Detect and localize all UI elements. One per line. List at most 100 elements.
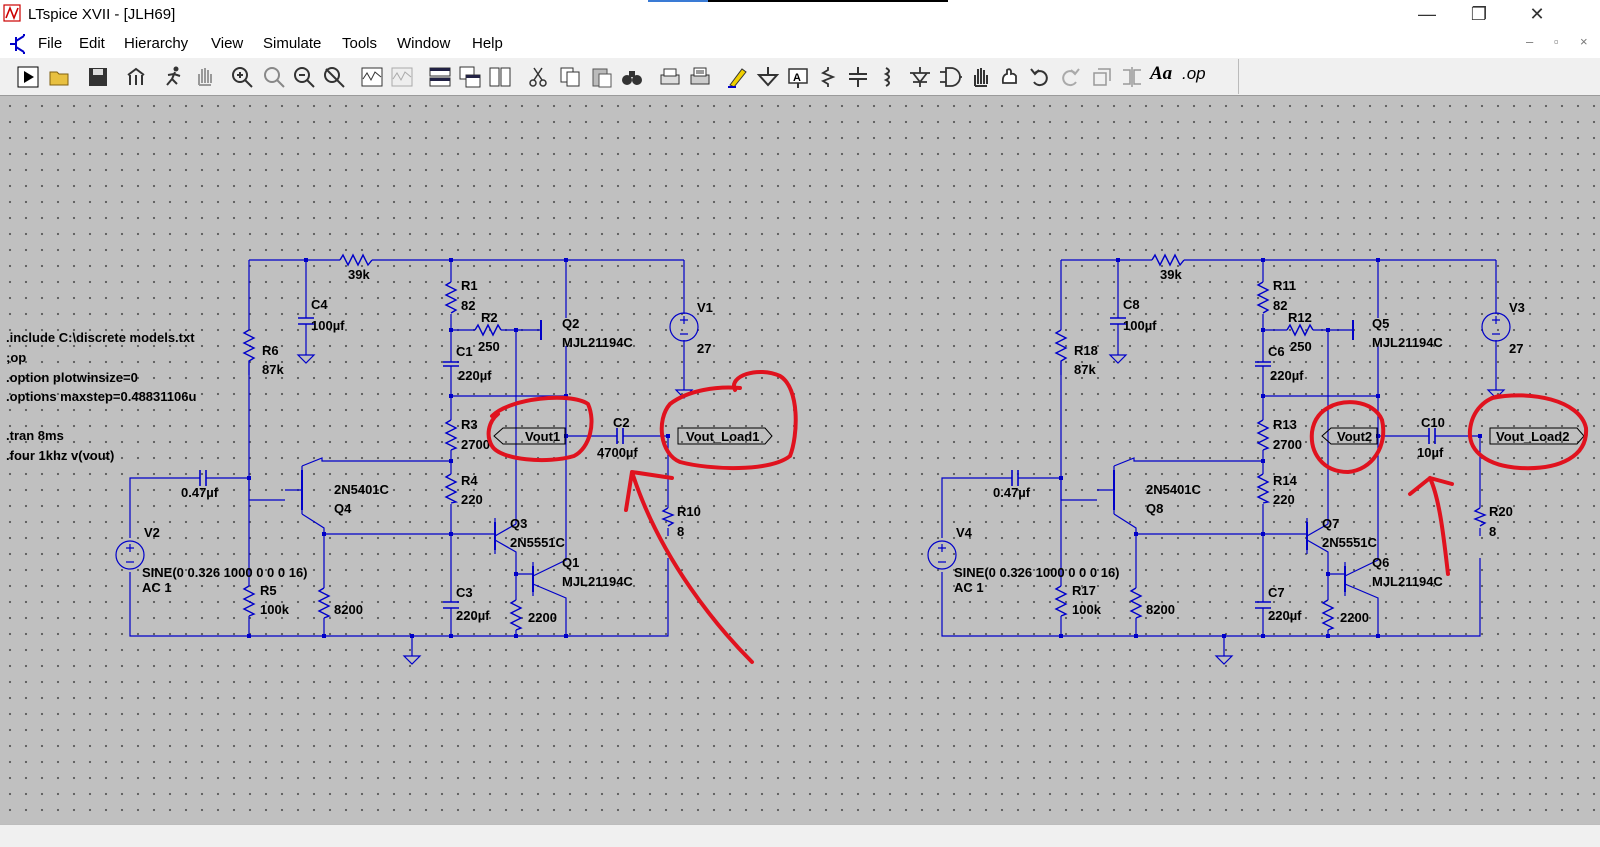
c10-name[interactable]: C10 — [1421, 415, 1445, 430]
vout-load2-label[interactable]: Vout_Load2 — [1496, 429, 1569, 444]
drag-icon[interactable] — [998, 65, 1022, 89]
find-icon[interactable] — [620, 65, 644, 89]
zoom-out-icon[interactable] — [292, 65, 316, 89]
q6-name[interactable]: Q6 — [1372, 555, 1389, 570]
c1-value[interactable]: 220µf — [458, 368, 492, 383]
q1-name[interactable]: Q1 — [562, 555, 579, 570]
c10-value[interactable]: 10µf — [1417, 445, 1444, 460]
r6-value[interactable]: 87k — [262, 362, 284, 377]
directive-maxstep[interactable]: .options maxstep=0.48831106u — [6, 389, 196, 404]
mdi-minimize-button[interactable]: – — [1526, 34, 1534, 49]
mirror-icon[interactable] — [1120, 65, 1144, 89]
r5-name[interactable]: R5 — [260, 583, 277, 598]
q6-model[interactable]: MJL21194C — [1372, 574, 1443, 589]
q4-model[interactable]: 2N5401C — [334, 482, 390, 497]
r18-value[interactable]: 87k — [1074, 362, 1096, 377]
ground-icon[interactable] — [756, 65, 780, 89]
directive-four[interactable]: .four 1khz v(vout) — [6, 448, 114, 463]
label-net-icon[interactable]: A — [786, 65, 810, 89]
v3-value[interactable]: 27 — [1509, 341, 1523, 356]
c3-name[interactable]: C3 — [456, 585, 473, 600]
c2-value[interactable]: 4700µf — [597, 445, 638, 460]
r1-name[interactable]: R1 — [461, 278, 478, 293]
capacitor-icon[interactable] — [846, 65, 870, 89]
c4-value[interactable]: 100µf — [311, 318, 345, 333]
r11-name[interactable]: R11 — [1273, 278, 1296, 293]
r20-name[interactable]: R20 — [1489, 504, 1513, 519]
v4-name[interactable]: V4 — [956, 525, 973, 540]
r13-name[interactable]: R13 — [1273, 417, 1297, 432]
cut-icon[interactable] — [526, 65, 550, 89]
v1-name[interactable]: V1 — [697, 300, 713, 315]
vout2-label[interactable]: Vout2 — [1337, 429, 1372, 444]
menu-window[interactable]: Window — [397, 35, 451, 52]
r2-value[interactable]: 250 — [478, 339, 500, 354]
r14-name[interactable]: R14 — [1273, 473, 1298, 488]
v2-ac[interactable]: AC 1 — [142, 580, 172, 595]
directive-tran[interactable]: .tran 8ms — [6, 428, 64, 443]
q3-name[interactable]: Q3 — [510, 516, 527, 531]
pan-hand-icon[interactable] — [192, 65, 216, 89]
c7-value[interactable]: 220µf — [1268, 608, 1302, 623]
q5-model[interactable]: MJL21194C — [1372, 335, 1443, 350]
c1-res-2200-value[interactable]: 2200 — [528, 610, 557, 625]
r12-name[interactable]: R12 — [1288, 310, 1312, 325]
resistor-icon[interactable] — [816, 65, 840, 89]
v1-value[interactable]: 27 — [697, 341, 711, 356]
c2-res-39k-label[interactable]: 39k — [1160, 267, 1182, 282]
menu-view[interactable]: View — [211, 35, 244, 52]
vout-load1-label[interactable]: Vout_Load1 — [686, 429, 759, 444]
spice-directives[interactable]: .include C:\discrete models.txt ;op .opt… — [6, 330, 196, 463]
r4-value[interactable]: 220 — [461, 492, 483, 507]
paste-icon[interactable] — [590, 65, 614, 89]
draw-wire-icon[interactable] — [726, 65, 750, 89]
c2-res-8200-value[interactable]: 8200 — [1146, 602, 1175, 617]
menu-hierarchy[interactable]: Hierarchy — [124, 35, 189, 52]
menu-simulate[interactable]: Simulate — [263, 35, 322, 52]
q7-name[interactable]: Q7 — [1322, 516, 1339, 531]
q8-name[interactable]: Q8 — [1146, 501, 1163, 516]
c3-value[interactable]: 220µf — [456, 608, 490, 623]
copy-icon[interactable] — [558, 65, 582, 89]
schematic-canvas[interactable]: .include C:\discrete models.txt ;op .opt… — [2, 96, 1600, 824]
r17-value[interactable]: 100k — [1072, 602, 1102, 617]
directive-plotwinsize[interactable]: .option plotwinsize=0 — [6, 370, 138, 385]
r10-value[interactable]: 8 — [677, 524, 684, 539]
inductor-icon[interactable] — [876, 65, 900, 89]
print-setup-icon[interactable] — [688, 65, 712, 89]
r6-name[interactable]: R6 — [262, 343, 279, 358]
r4-name[interactable]: R4 — [461, 473, 478, 488]
zoom-full-icon[interactable] — [262, 65, 286, 89]
r1-value[interactable]: 82 — [461, 298, 475, 313]
minimize-button[interactable]: — — [1418, 4, 1436, 24]
r14-value[interactable]: 220 — [1273, 492, 1295, 507]
undo-icon[interactable] — [1028, 65, 1052, 89]
spice-directive-button[interactable]: .op — [1182, 64, 1206, 83]
halt-icon[interactable] — [162, 65, 186, 89]
c7-name[interactable]: C7 — [1268, 585, 1285, 600]
q4-name[interactable]: Q4 — [334, 501, 352, 516]
c2-res-2200-value[interactable]: 2200 — [1340, 610, 1369, 625]
q8-model[interactable]: 2N5401C — [1146, 482, 1202, 497]
menu-file[interactable]: File — [38, 35, 63, 52]
r3-name[interactable]: R3 — [461, 417, 478, 432]
r17-name[interactable]: R17 — [1072, 583, 1096, 598]
c8-name[interactable]: C8 — [1123, 297, 1140, 312]
waveform-disabled-icon[interactable] — [390, 65, 414, 89]
print-icon[interactable] — [658, 65, 682, 89]
r2-name[interactable]: R2 — [481, 310, 498, 325]
cascade-icon[interactable] — [458, 65, 482, 89]
menu-edit[interactable]: Edit — [79, 35, 105, 52]
v4-source[interactable]: SINE(0 0.326 1000 0 0 0 16) — [954, 565, 1120, 580]
c6-name[interactable]: C6 — [1268, 344, 1285, 359]
component-icon[interactable] — [938, 65, 962, 89]
c8-value[interactable]: 100µf — [1123, 318, 1157, 333]
v2-source[interactable]: SINE(0 0.326 1000 0 0 0 16) — [142, 565, 308, 580]
q5-name[interactable]: Q5 — [1372, 316, 1389, 331]
c4-name[interactable]: C4 — [311, 297, 328, 312]
mdi-close-button[interactable]: × — [1580, 34, 1588, 49]
directive-op[interactable]: ;op — [6, 350, 26, 365]
close-button[interactable]: ✕ — [1529, 4, 1545, 24]
r20-value[interactable]: 8 — [1489, 524, 1496, 539]
v4-ac[interactable]: AC 1 — [954, 580, 984, 595]
